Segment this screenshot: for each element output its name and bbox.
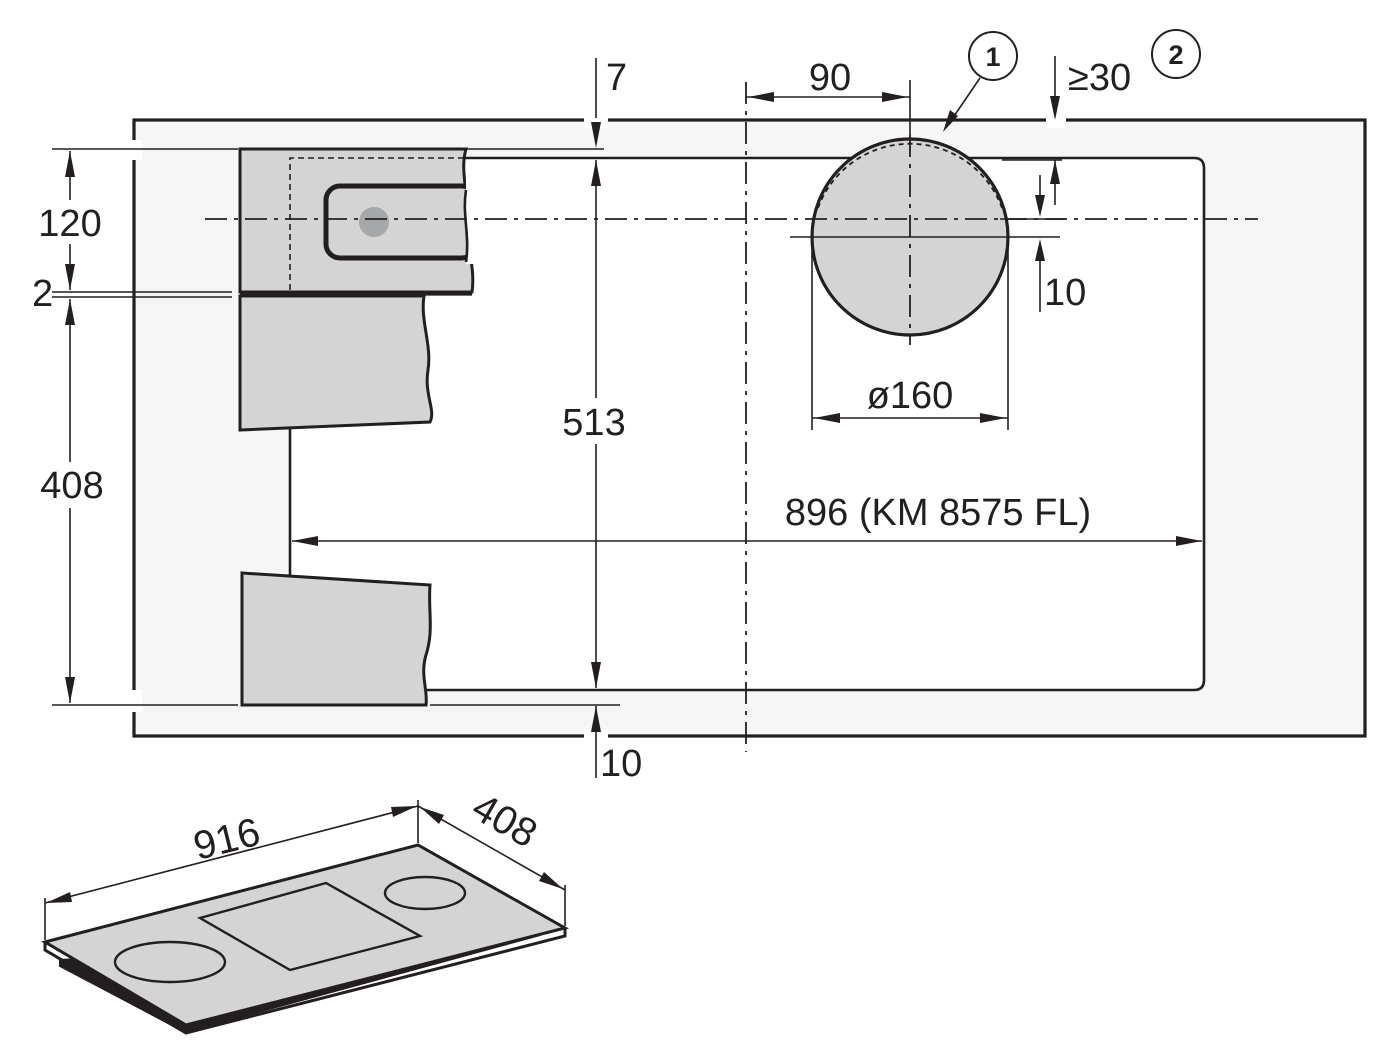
dim-896-label: 896 (KM 8575 FL): [785, 492, 1091, 534]
dim-7-arrow: [591, 122, 601, 148]
handle: [323, 183, 479, 261]
dim-90-arrow-right: [882, 92, 908, 102]
dim-408-iso-arrow-right: [539, 872, 563, 889]
dim-10-bottom-label: 10: [600, 743, 642, 785]
dim-408-left-arrow-top: [65, 299, 75, 325]
dim-120-arrow-top: [65, 151, 75, 177]
dim-160-arrow-left: [814, 413, 840, 423]
dim-30-arrow-top: [1050, 96, 1060, 120]
worktop-gap-7: [584, 112, 608, 128]
handle-mask: [466, 180, 486, 264]
dim-90-arrow-left: [748, 92, 774, 102]
callout-2-circle: [1151, 29, 1201, 79]
dim-916-arrow-right: [391, 806, 417, 817]
cooking-zone-left: [113, 940, 227, 984]
dim-10-right-arrow-bottom: [1035, 239, 1045, 261]
bottom-panel: [240, 571, 432, 707]
dim-408-left-arrow-bottom: [65, 677, 75, 703]
callout-1-label: 1: [985, 42, 1000, 72]
worktop-gap-30: [1046, 112, 1066, 128]
cooktop-edge: [43, 928, 567, 1035]
dim-7-label: 7: [606, 57, 627, 99]
callout-1-circle: [968, 31, 1018, 81]
handle-knob: [359, 207, 389, 237]
dim-513-label-bg: [555, 398, 633, 444]
dim-160-arrow-right: [980, 413, 1006, 423]
middle-panel: [238, 294, 434, 432]
dim-896-arrow-left: [292, 536, 318, 546]
dim-916-label: 916: [189, 810, 264, 869]
isometric-cooktop: 916 408: [41, 785, 569, 1035]
dim-408-iso-label: 408: [465, 785, 545, 856]
dim-10-right-label: 10: [1044, 272, 1086, 314]
callout-1-arrow: [943, 110, 958, 132]
dim-120-label: 120: [38, 203, 101, 245]
worktop-gap-left-bottom: [126, 690, 142, 712]
dim-408-iso-line: [417, 805, 566, 891]
dim-10-bottom-arrow: [591, 706, 601, 732]
dim-30-arrow-bottom: [1050, 160, 1060, 184]
dim-513-arrow-top: [591, 160, 601, 186]
dim-90-label: 90: [809, 57, 851, 99]
dim-30-label: ≥30: [1068, 57, 1131, 99]
dim-160-label: ø160: [867, 375, 954, 417]
dim-408-left-label: 408: [40, 465, 103, 507]
dim-513-label: 513: [562, 402, 625, 444]
dim-10-right-arrow-top: [1035, 195, 1045, 217]
cooking-zone-right: [383, 875, 467, 911]
dim-2-label: 2: [32, 273, 53, 315]
worktop-gap-left-top: [126, 140, 142, 160]
dim-896-arrow-right: [1176, 536, 1202, 546]
dim-916-line: [44, 805, 419, 904]
dim-120-arrow-bottom: [65, 264, 75, 290]
callout-2-label: 2: [1168, 40, 1183, 70]
dim-408-iso-arrow-left: [420, 807, 444, 824]
dim-513-arrow-bottom: [591, 662, 601, 688]
flex-zone: [196, 881, 424, 972]
dim-916-arrow-left: [46, 892, 72, 903]
dim-120-label-bg: [34, 200, 108, 244]
dim-408-left-label-bg: [32, 462, 110, 508]
handle-cut: [463, 189, 469, 263]
